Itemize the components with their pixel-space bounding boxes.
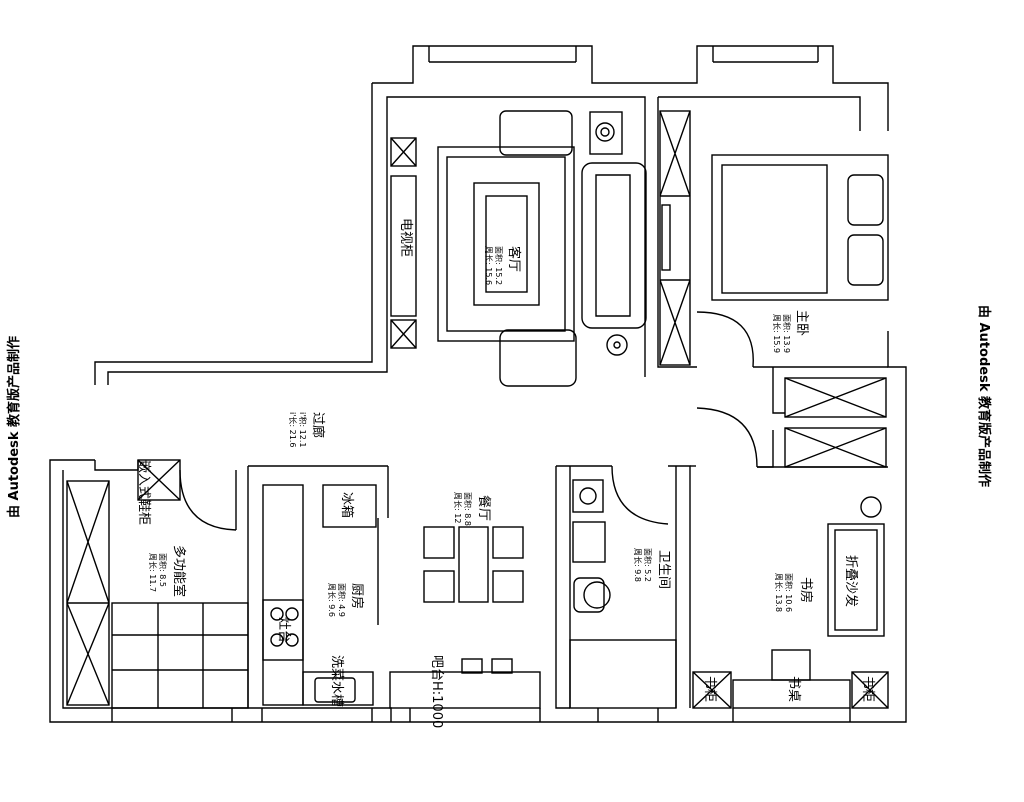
inner-wall [657,97,697,368]
label-sofa-bed: 折叠沙发 [843,555,859,607]
master-bed [711,154,889,301]
bar-counter [389,671,541,709]
cabinet-box [390,137,417,167]
label-bookcase-left: 书柜 [702,676,717,702]
armchair [499,110,573,156]
room-name-bath: 卫生间 [656,550,671,589]
room-perimeter-study: 周长: 13.8 [774,573,784,612]
door-swing [611,465,669,525]
window [428,46,577,63]
inner-wall [658,96,861,131]
label-fridge: 冰箱 [339,492,355,518]
washbasin [572,479,604,513]
room-name-kitchen: 厨房 [349,583,365,609]
room-area-living: 面积: 15.2 [494,246,504,285]
fridge [322,484,377,528]
label-sink: 洗菜水槽 [329,655,344,707]
outer-wall [94,460,139,471]
label-shoe-cabinet: 嵌入式鞋柜 [136,460,152,525]
label-desk: 书桌 [786,676,801,702]
door-swing [696,311,754,368]
shoe-cabinet [66,480,110,706]
room-name-study: 书房 [798,577,814,603]
kitchen-counter [262,484,304,706]
room-name-master: 主卧 [794,310,809,336]
toilet [573,577,605,613]
bookcase [851,671,889,709]
window [597,708,659,722]
label-stove: 灶台 [276,617,291,643]
label-bar: 吧台H:1000 [429,655,444,728]
window [111,708,233,722]
room-area-study: 面积: 10.6 [784,573,794,612]
master-wardrobe [659,110,691,366]
closet [784,377,887,418]
window [712,46,819,63]
room-area-bath: 面积: 5.2 [643,548,653,582]
window [732,708,851,722]
closet [784,427,887,468]
door-swing [179,469,237,531]
outer-wall [107,96,646,385]
room-perimeter-living: 周长: 15.6 [484,246,494,285]
inner-wall [757,430,774,468]
shower [569,639,677,709]
living-sofa [581,162,647,329]
room-area-hall: i'积: 12.1 [298,412,308,447]
room-name-dining: 餐厅 [476,495,492,521]
room-area-master: 面积: 13.9 [782,314,792,353]
living-rug [437,146,575,342]
dining-table [458,526,489,603]
room-perimeter-hall: i'长: 21.6 [288,412,298,447]
watermark-right: 由 Autodesk 教育版产品制作 [976,305,992,487]
room-area-multi: 面积: 8.5 [158,553,168,587]
window [261,708,373,722]
outer-wall [94,83,373,385]
room-perimeter-bath: 周长: 9.8 [633,548,643,582]
watermark-left: 由 Autodesk 教育版产品制作 [6,336,22,518]
room-perimeter-kitchen: 周长: 9.6 [327,583,337,617]
bookcase [692,671,732,709]
label-tv-cabinet: 电视柜 [398,218,413,257]
room-name-hall: 过廊 [310,412,326,438]
cabinet-box [390,319,417,349]
room-perimeter-master: 周长: 15.9 [772,314,782,353]
label-bookcase-right: 书柜 [860,676,875,702]
room-area-dining: 面积: 8.8 [463,492,473,526]
room-name-living: 客厅 [506,246,522,272]
armchair [499,329,577,387]
room-perimeter-dining: 周长: 12 [453,492,463,523]
room-name-multi: 多功能室 [171,545,187,597]
door-swing [696,407,758,468]
tatami [111,602,249,709]
room-area-kitchen: 面积: 4.9 [337,583,347,617]
inner-wall [772,367,785,414]
outer-wall [372,45,889,131]
inner-wall [555,466,570,709]
sofa-bed [827,523,885,637]
tv-cabinet [390,175,417,317]
room-perimeter-multi: 周长: 11.7 [148,553,158,592]
window [409,708,541,722]
